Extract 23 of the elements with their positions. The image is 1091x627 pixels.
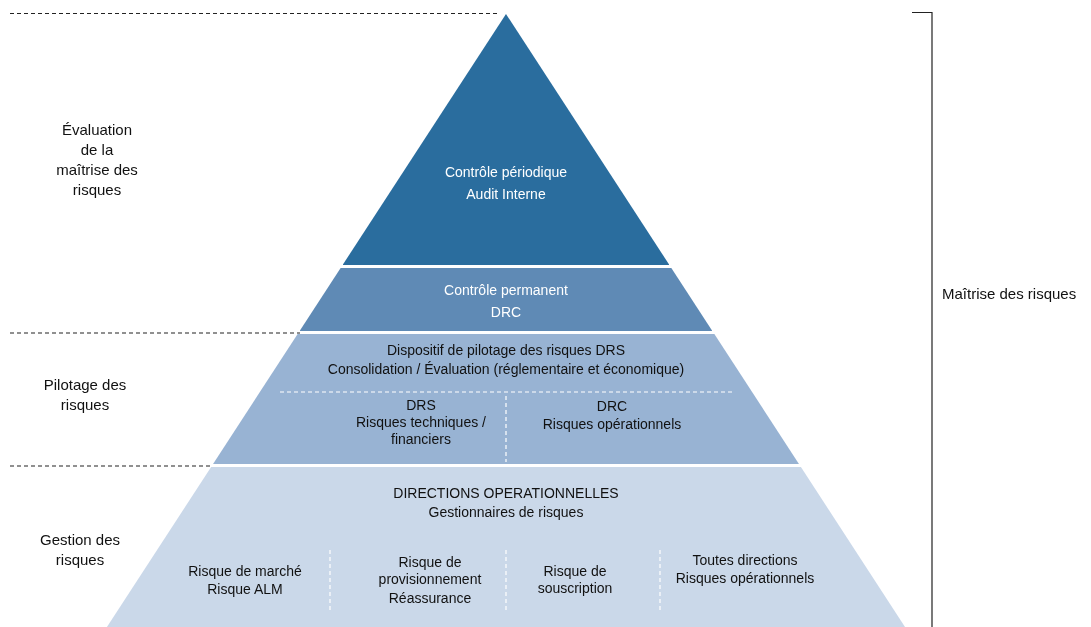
level-text: Risques techniques / financiers: [356, 414, 486, 448]
level-heading: DIRECTIONS OPERATIONNELLES: [392, 485, 620, 502]
level-text: Risques opérationnels: [674, 570, 816, 587]
level-heading: Contrôle périodique: [443, 164, 569, 181]
level-label: Gestion des risques: [38, 530, 121, 570]
level-text: Risque ALM: [206, 581, 284, 598]
bracket-label: Maîtrise des risques: [942, 284, 1078, 304]
level-heading: Toutes directions: [691, 552, 799, 569]
level-text: DRC: [489, 304, 523, 321]
level-heading: Risque de souscription: [536, 563, 614, 597]
level-text: Réassurance: [387, 590, 473, 607]
level-heading: Risque de provisionnement: [377, 554, 483, 588]
level-text: Consolidation / Évaluation (réglementaire et économique): [326, 361, 686, 378]
level-text: Risques opérationnels: [541, 416, 683, 433]
level-heading: DRS: [405, 397, 437, 414]
level-heading: DRC: [595, 398, 629, 415]
level-text: Audit Interne: [465, 186, 547, 203]
level-label: Pilotage des risques: [42, 375, 128, 415]
level-heading: Contrôle permanent: [443, 282, 569, 299]
level-label: Évaluation de la maîtrise des risques: [55, 120, 139, 200]
level-heading: Dispositif de pilotage des risques DRS: [385, 342, 627, 359]
level-text: Gestionnaires de risques: [427, 504, 585, 521]
level-heading: Risque de marché: [187, 563, 303, 580]
